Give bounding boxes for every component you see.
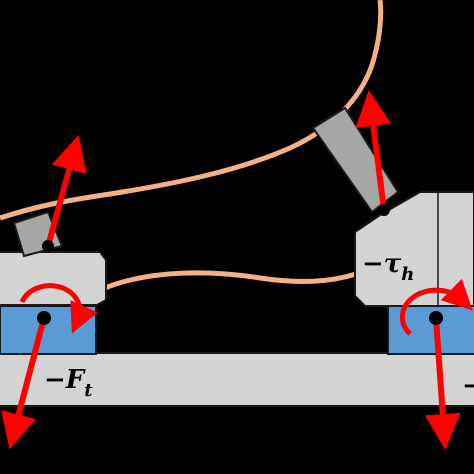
left-bearing-joint-icon bbox=[37, 311, 51, 325]
right-rotation-arrow-icon bbox=[399, 278, 473, 336]
right-link-force-arrow bbox=[355, 90, 392, 211]
left-ground-force-arrow bbox=[1, 317, 47, 450]
left-link-joint-icon bbox=[42, 240, 54, 252]
base-plate bbox=[0, 352, 474, 407]
right-link-joint-icon bbox=[378, 204, 390, 216]
left-rotation-arrow-icon bbox=[19, 283, 98, 334]
right-block bbox=[354, 191, 474, 307]
right-bearing-joint-icon bbox=[429, 311, 443, 325]
right-link bbox=[311, 106, 400, 214]
torque-right-label: −τh bbox=[362, 249, 414, 285]
cut-right-label: − bbox=[462, 371, 474, 401]
tendon-upper bbox=[0, 0, 384, 221]
right-ground-force-arrow bbox=[424, 317, 461, 450]
left-link-force-arrow bbox=[45, 134, 87, 247]
tendon-lower bbox=[104, 270, 357, 291]
force-left-label: −Ft bbox=[44, 365, 93, 401]
left-block bbox=[0, 251, 107, 306]
